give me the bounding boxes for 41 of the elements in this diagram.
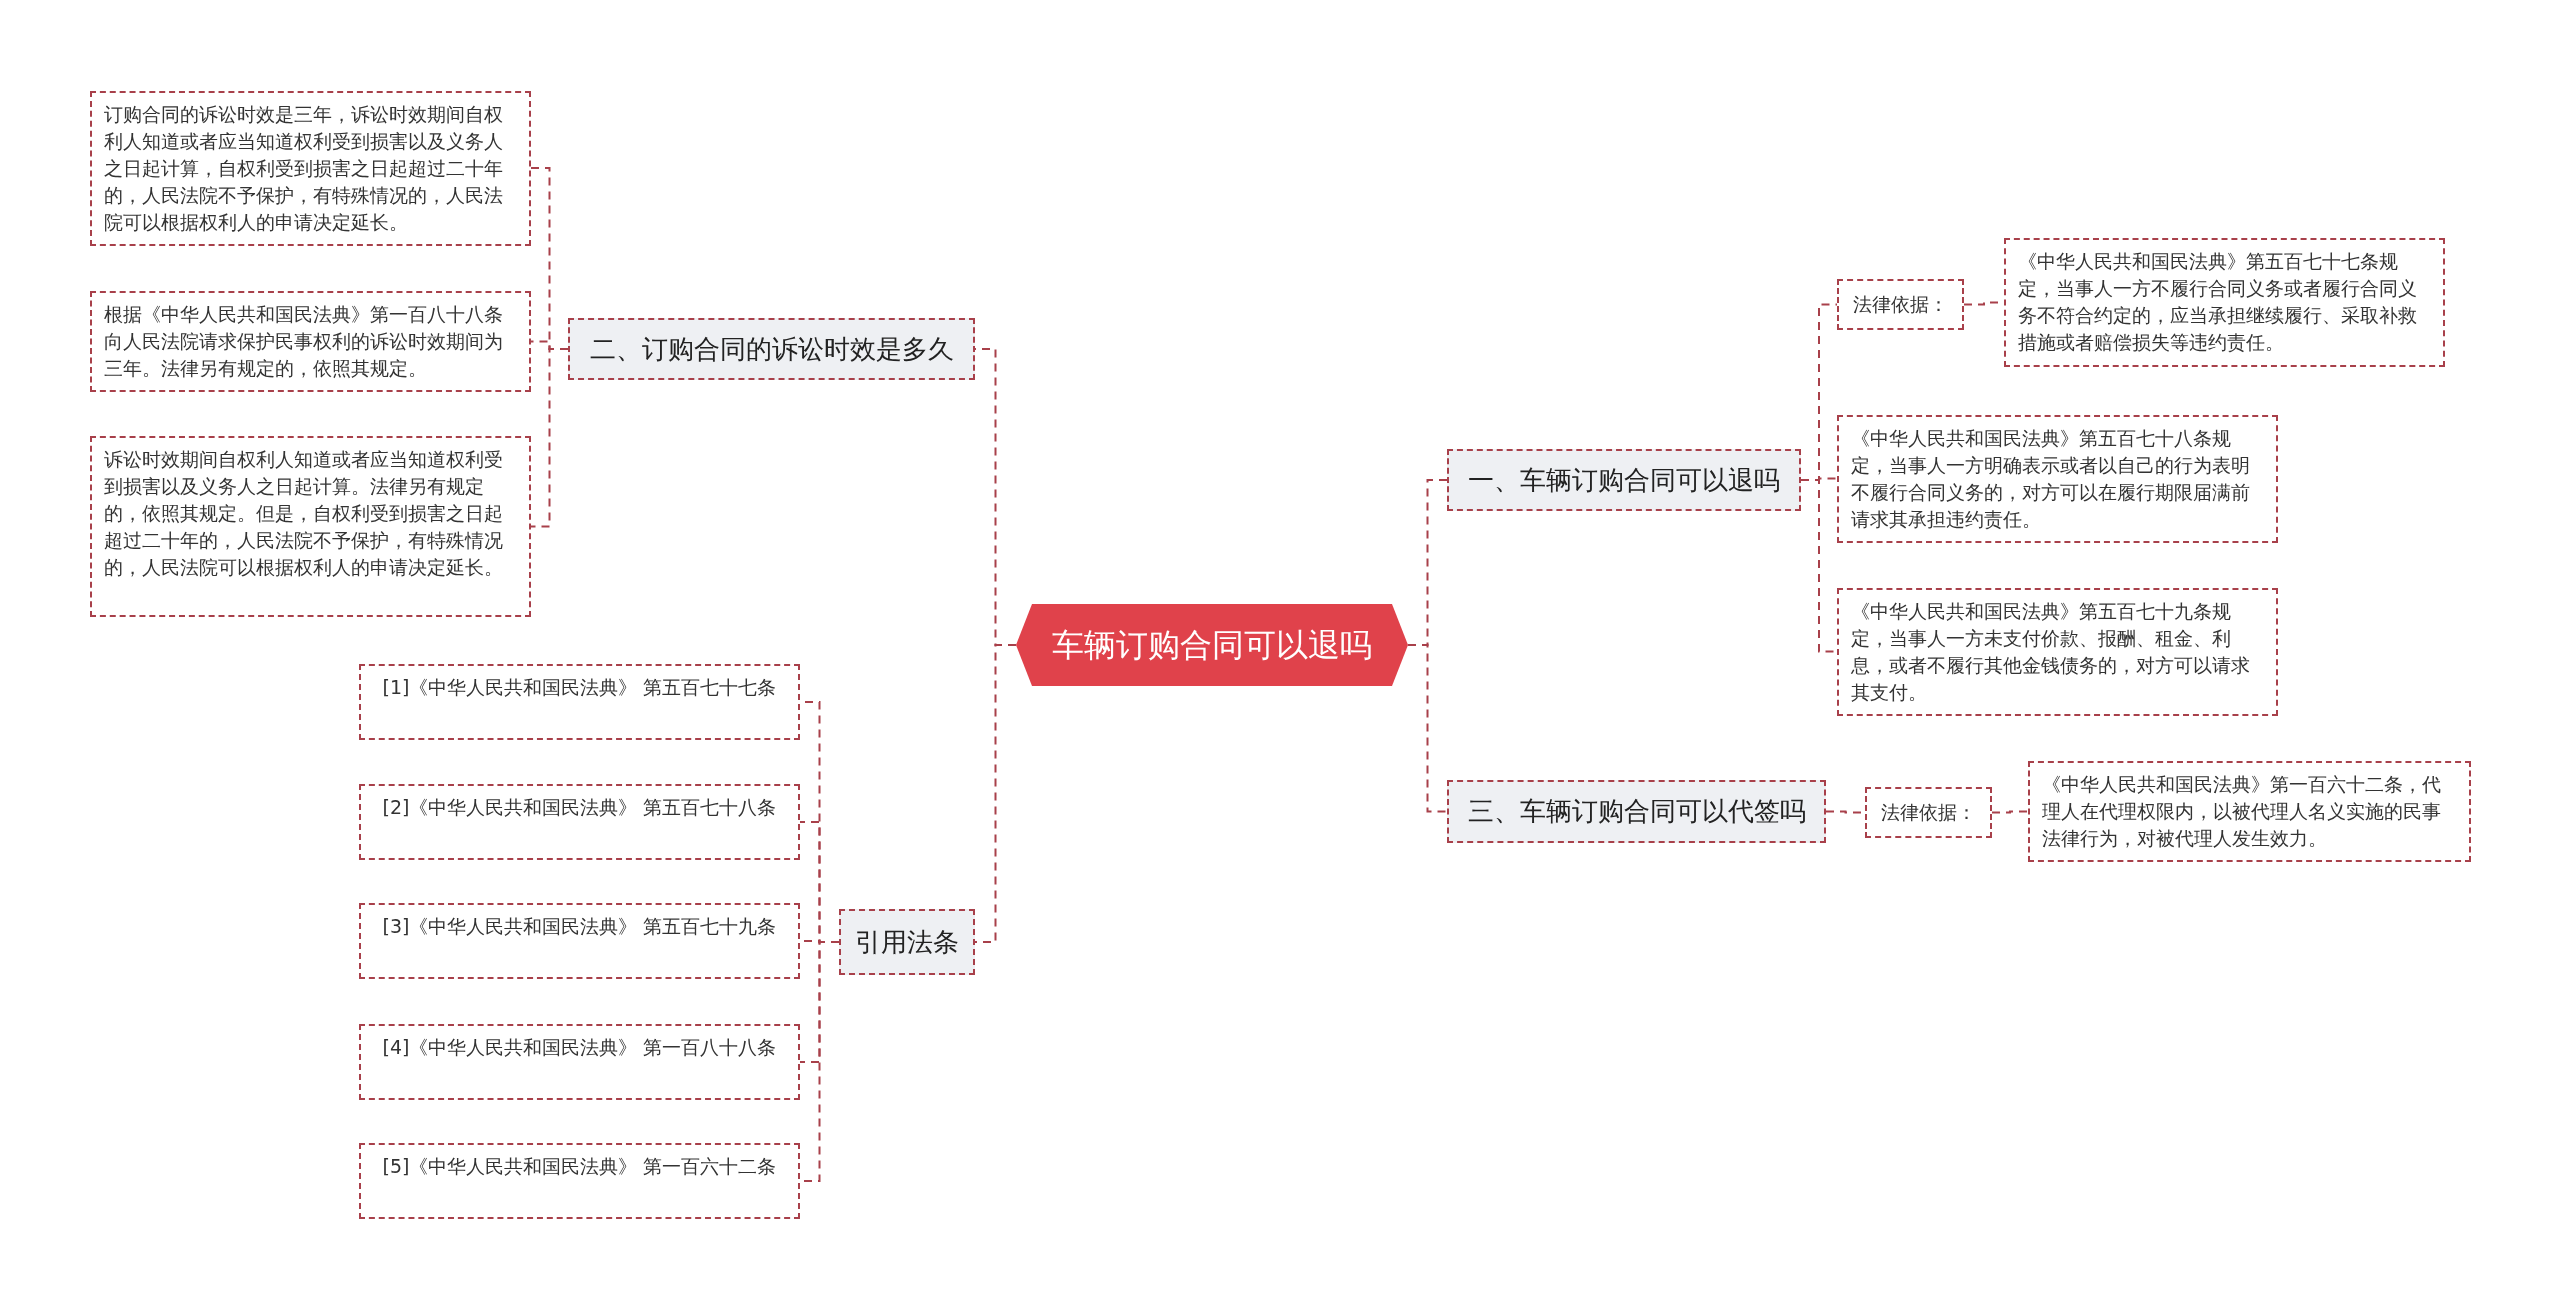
- node-text: 《中华人民共和国民法典》第五百七十七条规定，当事人一方不履行合同义务或者履行合同义务不符合约定的，应当承担继续履行、采取补救措施或者赔偿损失等违约责任。: [2018, 249, 2418, 355]
- node-text: 车辆订购合同可以退吗: [1052, 625, 1372, 666]
- node-text: 《中华人民共和国民法典》第一百六十二条，代理人在代理权限内，以被代理人名义实施的民事法律行为，对被代理人发生效力。: [2042, 772, 2442, 851]
- note-box: [2004, 238, 2445, 367]
- note-box: [1837, 415, 2278, 543]
- topic-box: [839, 909, 975, 975]
- note-box: [359, 784, 800, 860]
- note-box: [359, 1024, 800, 1100]
- note-box: [90, 91, 531, 246]
- node-text: 法律依据：: [1853, 292, 1948, 318]
- note-box: [359, 664, 800, 740]
- note-box: [90, 436, 531, 617]
- connector-line: [1991, 810, 2029, 814]
- central-topic: [1016, 604, 1408, 686]
- node-text: 引用法条: [855, 925, 959, 959]
- node-text: 根据《中华人民共和国民法典》第一百八十八条向人民法院请求保护民事权利的诉讼时效期间为三年。法律另有规定的，依照其规定。: [104, 302, 504, 381]
- node-text: 订购合同的诉讼时效是三年，诉讼时效期间自权利人知道或者应当知道权利受到损害以及义务人之日起计算，自权利受到损害之日起超过二十年的，人民法院不予保护，有特殊情况的，人民法院可以根据权利人的申请决定延长。: [104, 102, 504, 235]
- note-box: [90, 291, 531, 392]
- node-text: [1]《中华人民共和国民法典》 第五百七十七条: [382, 675, 777, 700]
- node-text: 诉讼时效期间自权利人知道或者应当知道权利受到损害以及义务人之日起计算。法律另有规定的，依照其规定。但是，自权利受到损害之日起超过二十年的，人民法院不予保护，有特殊情况的，人民法院可以根据权利人的申请决定延长。: [104, 447, 504, 580]
- node-text: 法律依据：: [1881, 800, 1976, 826]
- topic-box: [1447, 780, 1826, 843]
- note-box: [359, 903, 800, 979]
- connector-line: [1407, 644, 1448, 813]
- topic-box: [568, 318, 975, 380]
- note-box: [2028, 761, 2471, 862]
- tag-box: [1837, 279, 1964, 330]
- node-text: [3]《中华人民共和国民法典》 第五百七十九条: [382, 914, 777, 939]
- note-box: [359, 1143, 800, 1219]
- note-box: [1837, 588, 2278, 716]
- topic-box: [1447, 449, 1801, 511]
- node-text: [5]《中华人民共和国民法典》 第一百六十二条: [382, 1154, 777, 1179]
- node-text: 《中华人民共和国民法典》第五百七十九条规定，当事人一方未支付价款、报酬、租金、利息，或者不履行其他金钱债务的，对方可以请求其支付。: [1851, 599, 2251, 705]
- node-text: 一、车辆订购合同可以退吗: [1468, 463, 1780, 497]
- node-text: 《中华人民共和国民法典》第五百七十八条规定，当事人一方明确表示或者以自己的行为表明不履行合同义务的，对方可以在履行期限届满前请求其承担违约责任。: [1851, 426, 2251, 532]
- tag-box: [1865, 787, 1992, 838]
- node-text: 二、订购合同的诉讼时效是多久: [589, 332, 954, 366]
- node-text: [4]《中华人民共和国民法典》 第一百八十八条: [382, 1035, 777, 1060]
- node-text: 三、车辆订购合同可以代签吗: [1467, 795, 1806, 828]
- connector-line: [530, 348, 569, 528]
- node-text: [2]《中华人民共和国民法典》 第五百七十八条: [382, 795, 777, 820]
